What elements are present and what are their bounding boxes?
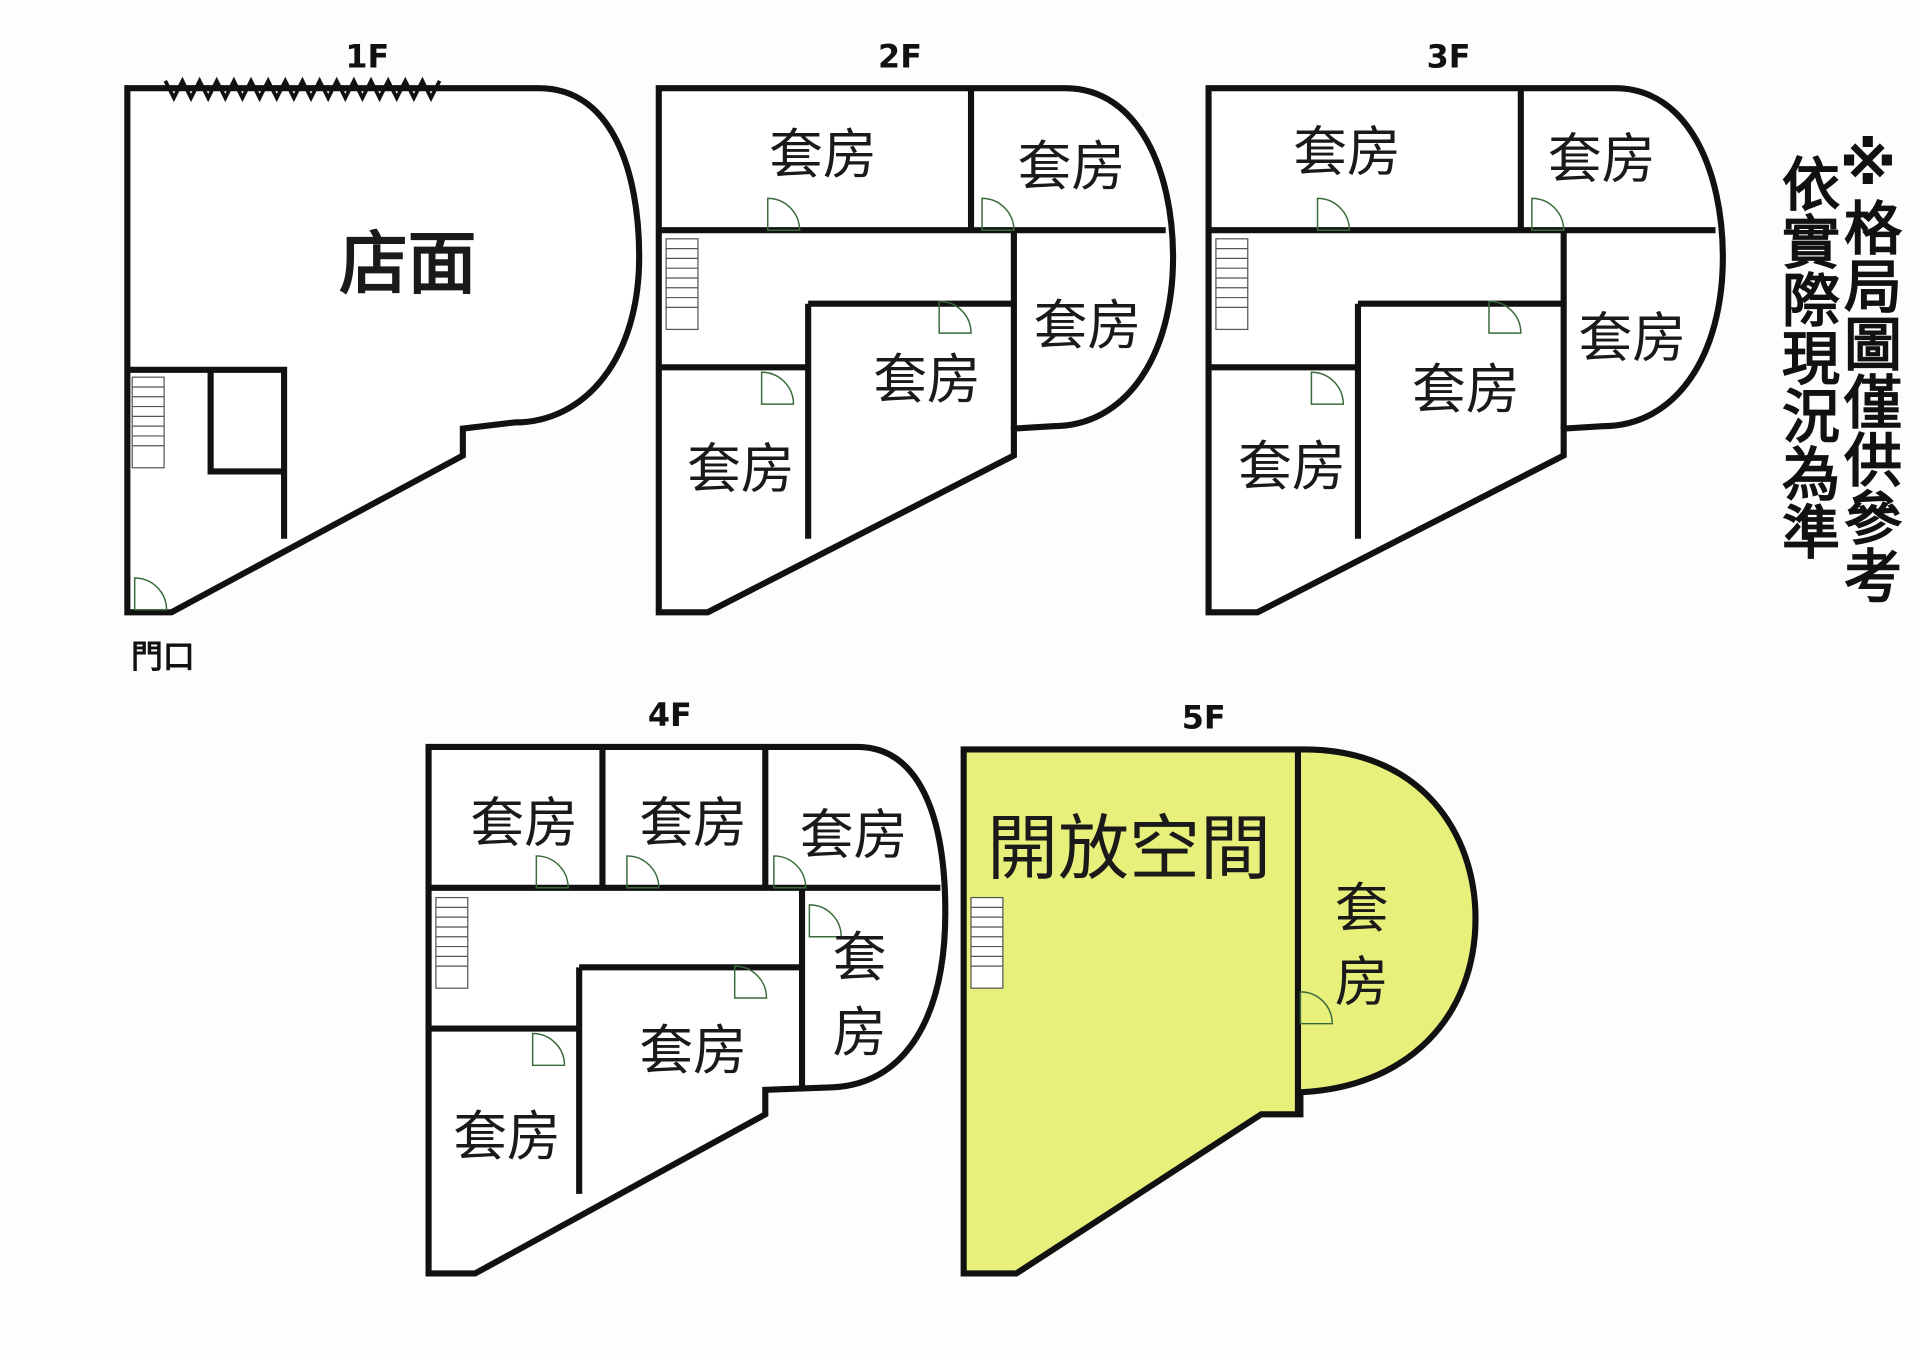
stairs-icon: [131, 376, 165, 469]
room-label: 套房: [470, 791, 578, 854]
room-label: 套房: [1412, 358, 1520, 421]
room-label: 套房: [1548, 128, 1656, 191]
floor-label-3f: 3F: [1427, 37, 1471, 75]
room-label: 房: [1335, 951, 1389, 1014]
room-label: 套房: [639, 791, 747, 854]
floor-label-4f: 4F: [648, 696, 692, 734]
room-label: 套房: [769, 123, 877, 186]
room-label: 套: [833, 926, 887, 989]
floor-label-2f: 2F: [878, 37, 922, 75]
stairs-icon: [1215, 238, 1249, 331]
disclaimer-note: ※格局圖僅供參考 依實際現況為準: [1772, 130, 1902, 604]
disclaimer-line-1: ※格局圖僅供參考: [1834, 130, 1902, 604]
stairs-icon: [970, 896, 1004, 989]
room-label: 房: [833, 1001, 887, 1064]
room-label: 套房: [873, 348, 981, 411]
window-icon: [163, 76, 442, 103]
floor-label-1f: 1F: [345, 37, 389, 75]
entrance-label: 門口: [131, 637, 195, 675]
room-label: 套房: [687, 438, 795, 501]
room-label: 套房: [800, 804, 908, 867]
room-label: 套房: [453, 1105, 561, 1168]
floor-4f: 4F 套房 套房 套房 套 房 套房 套房: [425, 696, 949, 1277]
room-label: 套: [1335, 877, 1389, 940]
floor-2f: 2F 套房 套房 套房 套房 套房: [655, 37, 1177, 616]
stairs-icon: [665, 238, 699, 331]
room-label: 店面: [339, 225, 476, 305]
room-label: 套房: [1578, 306, 1686, 369]
floor-5f: 5F 開放空間 套 房: [960, 699, 1479, 1277]
room-label: 開放空間: [987, 807, 1271, 890]
floor-label-5f: 5F: [1182, 699, 1226, 737]
room-label: 套房: [1238, 435, 1346, 498]
floor-1f: 1F 店面 門口: [124, 37, 643, 675]
floor-3f: 3F 套房 套房 套房 套房 套房: [1205, 37, 1726, 616]
stairs-icon: [435, 896, 469, 989]
room-label: 套房: [1033, 294, 1141, 357]
disclaimer-line-2: 依實際現況為準: [1772, 154, 1840, 560]
room-label: 套房: [1018, 135, 1126, 198]
room-label: 套房: [1293, 120, 1401, 183]
room-label: 套房: [639, 1019, 747, 1082]
